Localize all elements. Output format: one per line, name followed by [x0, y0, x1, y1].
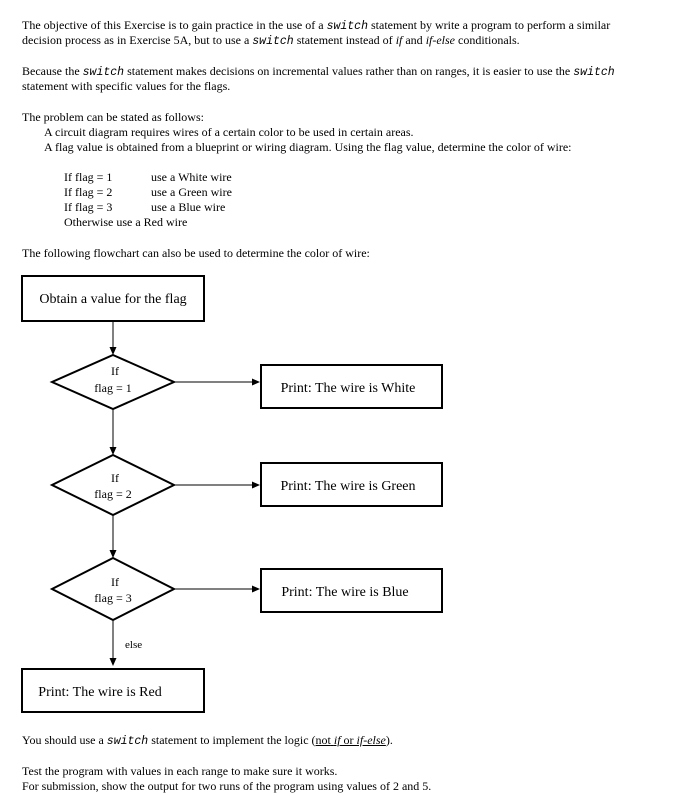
case-otherwise: Otherwise use a Red wire — [64, 215, 188, 229]
if-else-keyword: if-else — [425, 33, 456, 47]
instruction-text: statement to implement the logic ( — [148, 733, 316, 747]
intro-line-1: The objective of this Exercise is to gai… — [22, 18, 610, 34]
end-box — [21, 668, 205, 713]
start-box-label: Obtain a value for the flag — [39, 292, 186, 307]
or-word: or — [340, 733, 357, 747]
else-label: else — [125, 639, 142, 651]
decision-diamond-2 — [49, 453, 177, 517]
case-action-1: use a White wire — [151, 170, 232, 184]
if-keyword: if — [333, 733, 341, 747]
switch-keyword: switch — [252, 35, 294, 48]
diamond-2-if: If — [111, 471, 119, 485]
case-flag-1: If flag = 1 — [64, 170, 113, 184]
case-flag-3: If flag = 3 — [64, 200, 113, 214]
para2-line-2: statement with specific values for the f… — [22, 79, 231, 93]
switch-keyword: switch — [82, 66, 125, 79]
diamond-1-cond: flag = 1 — [94, 381, 131, 395]
start-box — [21, 275, 205, 322]
print-box-3 — [260, 568, 443, 613]
intro-text: statement instead of — [293, 33, 396, 47]
case-action-2: use a Green wire — [151, 185, 232, 199]
print-box-1 — [260, 364, 443, 409]
case-flag-2: If flag = 2 — [64, 185, 113, 199]
diamond-3-if: If — [111, 575, 119, 589]
decision-diamond-3 — [49, 556, 177, 622]
switch-keyword: switch — [326, 20, 368, 33]
para2-line-1: Because the switch statement makes decis… — [22, 64, 615, 80]
diamond-1-if: If — [111, 364, 119, 378]
para2-text: Because the — [22, 64, 83, 78]
problem-heading: The problem can be stated as follows: — [22, 110, 204, 124]
not-word: not — [315, 733, 331, 747]
print-box-1-label: Print: The wire is White — [281, 381, 416, 396]
instruction-line: You should use a switch statement to imp… — [22, 733, 393, 749]
diamond-3-cond: flag = 3 — [94, 591, 131, 605]
para2-text: statement makes decisions on incremental… — [124, 64, 574, 78]
intro-line-2: decision process as in Exercise 5A, but … — [22, 33, 520, 49]
intro-text: decision process as in Exercise 5A, but … — [22, 33, 253, 47]
print-box-2-label: Print: The wire is Green — [280, 479, 415, 494]
instruction-text: ). — [385, 733, 393, 747]
switch-keyword: switch — [106, 735, 149, 748]
problem-line-1: A circuit diagram requires wires of a ce… — [44, 125, 414, 139]
print-box-2 — [260, 462, 443, 507]
intro-text: statement by write a program to perform … — [367, 18, 611, 32]
intro-text: conditionals. — [455, 33, 520, 47]
flowchart-intro: The following flowchart can also be used… — [22, 246, 370, 260]
if-keyword: if — [395, 33, 403, 47]
diamond-2-cond: flag = 2 — [94, 487, 131, 501]
underlined-not-if-or-if-else: not if or if-else — [316, 733, 386, 747]
closing-line-1: Test the program with values in each ran… — [22, 764, 338, 778]
switch-keyword: switch — [573, 66, 615, 79]
case-action-3: use a Blue wire — [151, 200, 226, 214]
intro-text: and — [402, 33, 426, 47]
if-else-keyword: if-else — [356, 733, 386, 747]
instruction-text: You should use a — [22, 733, 107, 747]
print-box-3-label: Print: The wire is Blue — [281, 585, 408, 600]
closing-line-2: For submission, show the output for two … — [22, 779, 432, 793]
intro-text: The objective of this Exercise is to gai… — [22, 18, 327, 32]
end-box-label: Print: The wire is Red — [38, 685, 161, 700]
problem-line-2: A flag value is obtained from a blueprin… — [44, 140, 572, 154]
